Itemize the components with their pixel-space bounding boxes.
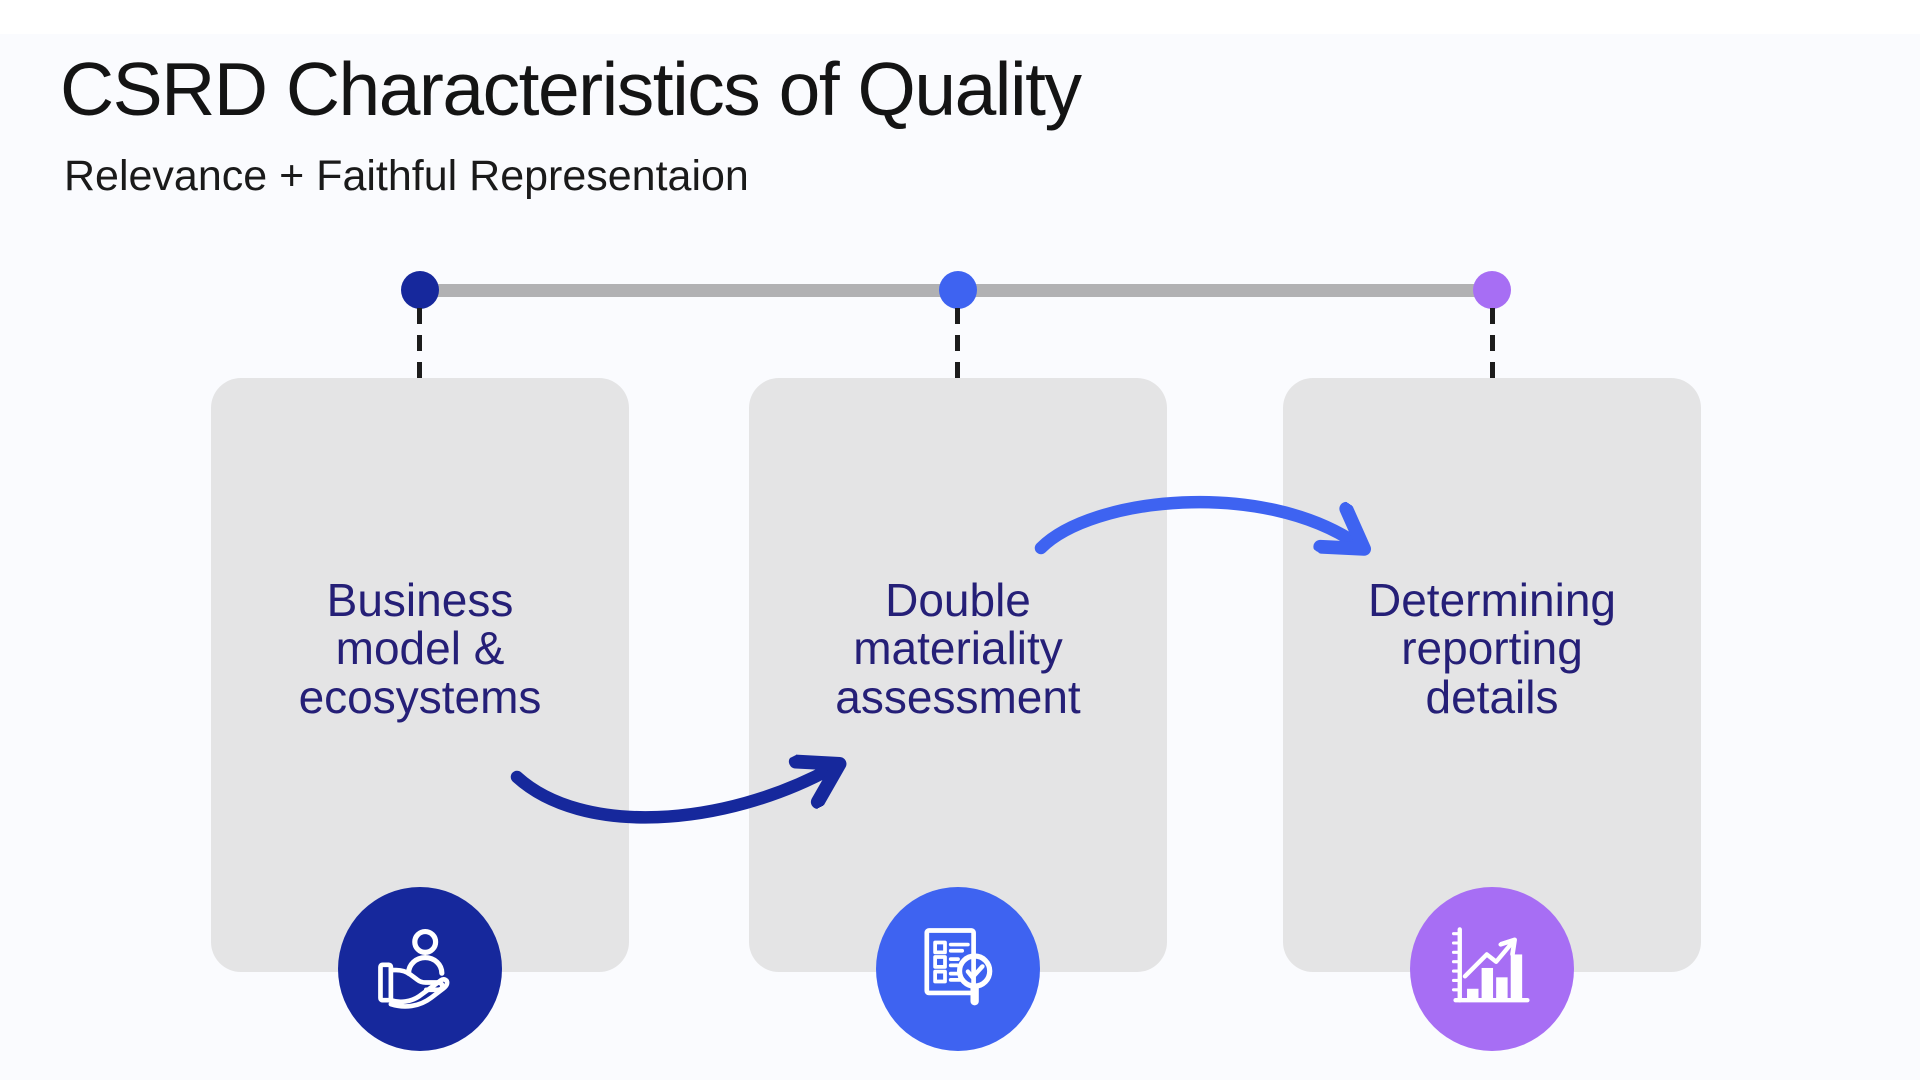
checklist-magnifier-icon	[924, 928, 993, 1006]
label-line: Double	[885, 574, 1031, 626]
step-card-double-materiality: Double materiality assessment	[749, 378, 1167, 972]
label-line: Business	[326, 574, 514, 626]
step-card-business-model: Business model & ecosystems	[211, 378, 629, 972]
timeline-dot-step-2	[939, 271, 977, 309]
step-card-label: Double materiality assessment	[749, 576, 1167, 721]
hand-holding-person-glyph	[378, 928, 450, 1009]
label-line: model &	[335, 622, 505, 675]
label-line: assessment	[835, 670, 1081, 723]
step-3-icon-badge	[1410, 887, 1574, 1051]
step-card-label: Business model & ecosystems	[211, 576, 629, 721]
step-1-icon-badge	[338, 887, 502, 1051]
bar-chart-growth-glyph	[1451, 927, 1530, 1003]
top-white-strip	[0, 0, 1920, 34]
label-line: reporting	[1401, 622, 1583, 675]
bar-chart-growth-icon	[1451, 927, 1530, 1003]
step-2-icon-badge	[876, 887, 1040, 1051]
hand-holding-person-icon	[378, 928, 450, 1009]
dashed-connector-step-2	[955, 308, 960, 384]
step-card-label: Determining reporting details	[1283, 576, 1701, 721]
dashed-connector-step-3	[1490, 308, 1495, 384]
label-line: materiality	[853, 622, 1063, 675]
page-subtitle: Relevance + Faithful Representaion	[64, 152, 749, 200]
step-card-reporting-details: Determining reporting details	[1283, 378, 1701, 972]
dashed-connector-step-1	[417, 308, 422, 384]
bar-chart-bars	[1467, 954, 1523, 1001]
label-line: details	[1425, 670, 1559, 723]
page-title: CSRD Characteristics of Quality	[60, 47, 1082, 131]
timeline-dot-step-1	[401, 271, 439, 309]
label-line: Determining	[1368, 574, 1616, 626]
timeline-dot-step-3	[1473, 271, 1511, 309]
checklist-magnifier-glyph	[924, 928, 993, 1006]
label-line: ecosystems	[298, 670, 542, 723]
